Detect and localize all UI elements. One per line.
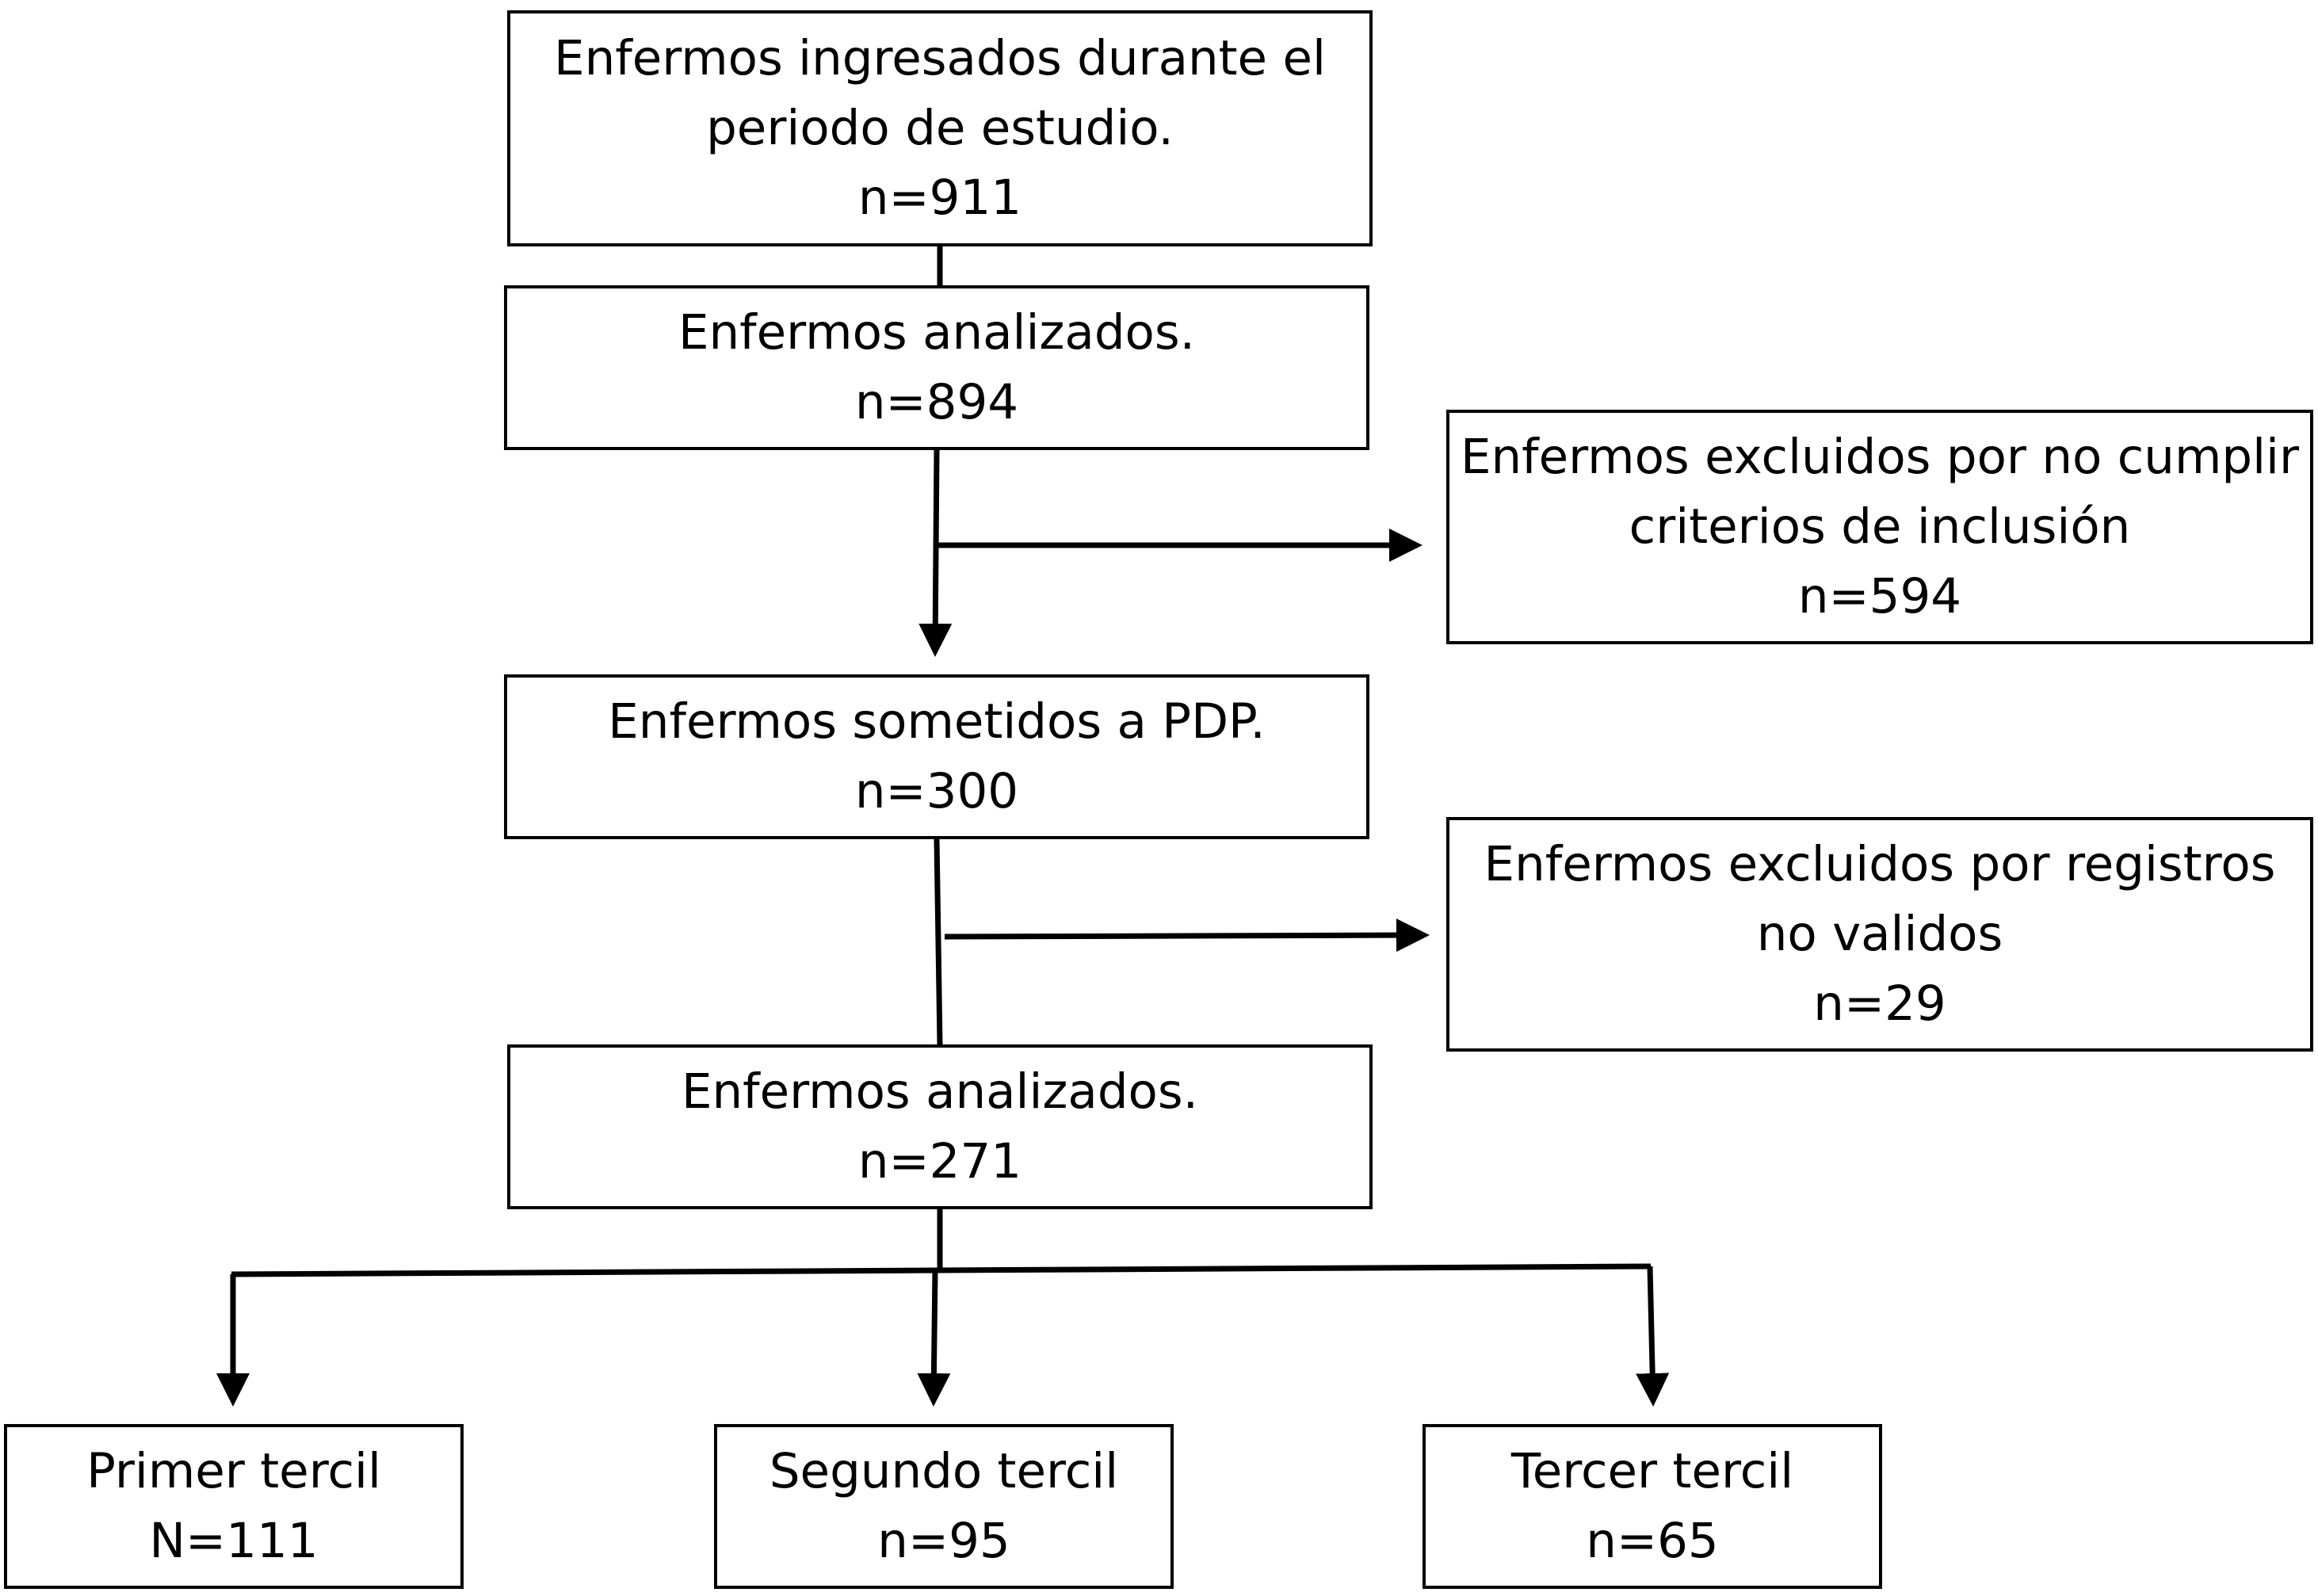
box-label: Enfermos excluidos por no cumplir <box>1460 429 2300 485</box>
box-segundo-tercil: Segundo tercil n=95 <box>714 1424 1174 1589</box>
box-count: n=95 <box>877 1513 1010 1569</box>
connector-sometidos-to-analizados <box>934 838 943 1045</box>
box-count: n=594 <box>1797 568 1962 624</box>
arrow-to-tercer-tercil <box>1636 1266 1670 1407</box>
box-enfermos-analizados: Enfermos analizados. n=894 <box>504 285 1369 450</box>
box-label: criterios de inclusión <box>1629 498 2131 555</box>
box-excluidos-criterios: Enfermos excluidos por no cumplir criter… <box>1446 410 2313 644</box>
box-label: Enfermos ingresados durante el <box>554 30 1326 86</box>
connector-tercil-split-bar <box>231 1263 1652 1277</box>
box-label: periodo de estudio. <box>706 100 1174 156</box>
box-enfermos-ingresados: Enfermos ingresados durante el periodo d… <box>507 10 1373 246</box>
box-sometidos-pdp: Enfermos sometidos a PDP. n=300 <box>504 674 1369 839</box>
box-label: Enfermos excluidos por registros <box>1484 836 2276 892</box>
box-count: n=29 <box>1813 976 1946 1032</box>
box-count: n=271 <box>857 1133 1022 1189</box>
arrow-analizados-to-sometidos <box>918 449 953 657</box>
box-count: n=300 <box>854 763 1019 819</box>
arrow-to-segundo-tercil <box>917 1270 951 1407</box>
box-label: Enfermos analizados. <box>678 304 1196 361</box>
box-label: Enfermos analizados. <box>681 1063 1199 1120</box>
box-tercer-tercil: Tercer tercil n=65 <box>1422 1424 1882 1589</box>
box-primer-tercil: Primer tercil N=111 <box>4 1424 464 1589</box>
arrow-to-excluidos-registros <box>944 918 1430 953</box>
box-enfermos-analizados-final: Enfermos analizados. n=271 <box>507 1044 1373 1209</box>
box-label: Segundo tercil <box>769 1443 1119 1499</box>
box-label: no validos <box>1756 906 2003 962</box>
box-excluidos-registros: Enfermos excluidos por registros no vali… <box>1446 817 2313 1052</box>
box-count: n=894 <box>854 374 1019 430</box>
box-count: n=911 <box>857 170 1022 226</box>
box-label: Tercer tercil <box>1510 1443 1794 1499</box>
box-label: Primer tercil <box>86 1443 381 1499</box>
box-label: Enfermos sometidos a PDP. <box>608 693 1266 750</box>
box-count: N=111 <box>149 1513 319 1569</box>
box-count: n=65 <box>1586 1513 1719 1569</box>
